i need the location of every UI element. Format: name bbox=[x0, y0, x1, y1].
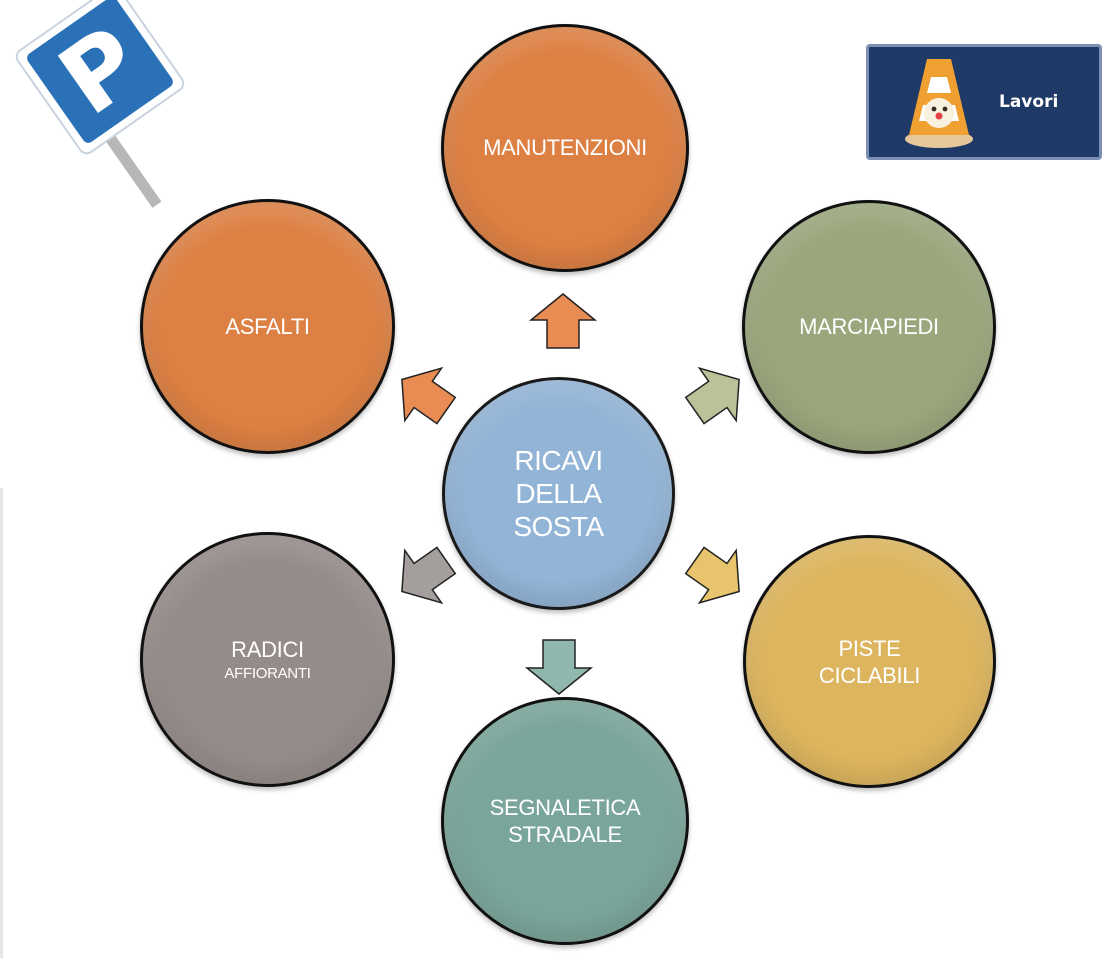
node-asfalti: ASFALTI bbox=[140, 199, 395, 454]
node-label-line2: AFFIORANTI bbox=[224, 664, 311, 682]
node-label-line1: RADICI bbox=[231, 636, 304, 662]
parking-sign-icon: P bbox=[15, 0, 185, 208]
node-label: MANUTENZIONI bbox=[483, 135, 647, 160]
node-label: ASFALTI bbox=[225, 313, 310, 339]
arrow-to-segnaletica bbox=[524, 639, 594, 695]
lavori-badge: Lavori bbox=[866, 44, 1102, 160]
center-label-line2: DELLA bbox=[515, 478, 602, 509]
traffic-cone-icon bbox=[905, 59, 973, 148]
arrow-to-manutenzioni bbox=[528, 293, 598, 349]
lavori-label: Lavori bbox=[999, 92, 1059, 112]
center-label-line3: SOSTA bbox=[513, 511, 604, 542]
arrow-to-asfalti bbox=[401, 366, 457, 425]
node-label-line2: STRADALE bbox=[508, 822, 622, 847]
arrow-to-piste-ciclabili bbox=[684, 546, 740, 605]
node-label-line1: PISTE bbox=[838, 635, 901, 661]
node-piste-ciclabili: PISTE CICLABILI bbox=[743, 535, 996, 788]
node-label-line2: CICLABILI bbox=[818, 662, 921, 688]
node-ricavi-della-sosta: RICAVI DELLA SOSTA bbox=[442, 377, 675, 610]
arrow-to-marciapiedi bbox=[684, 366, 740, 425]
node-label: MARCIAPIEDI bbox=[799, 314, 939, 339]
center-label-line1: RICAVI bbox=[514, 445, 603, 476]
node-radici-affioranti: RADICI AFFIORANTI bbox=[140, 532, 395, 787]
arrow-to-radici bbox=[401, 546, 457, 605]
left-border-line bbox=[0, 488, 3, 958]
node-marciapiedi: MARCIAPIEDI bbox=[742, 200, 996, 454]
node-label-line1: SEGNALETICA bbox=[489, 795, 641, 820]
node-segnaletica-stradale: SEGNALETICA STRADALE bbox=[441, 697, 689, 945]
node-manutenzioni: MANUTENZIONI bbox=[441, 24, 689, 272]
